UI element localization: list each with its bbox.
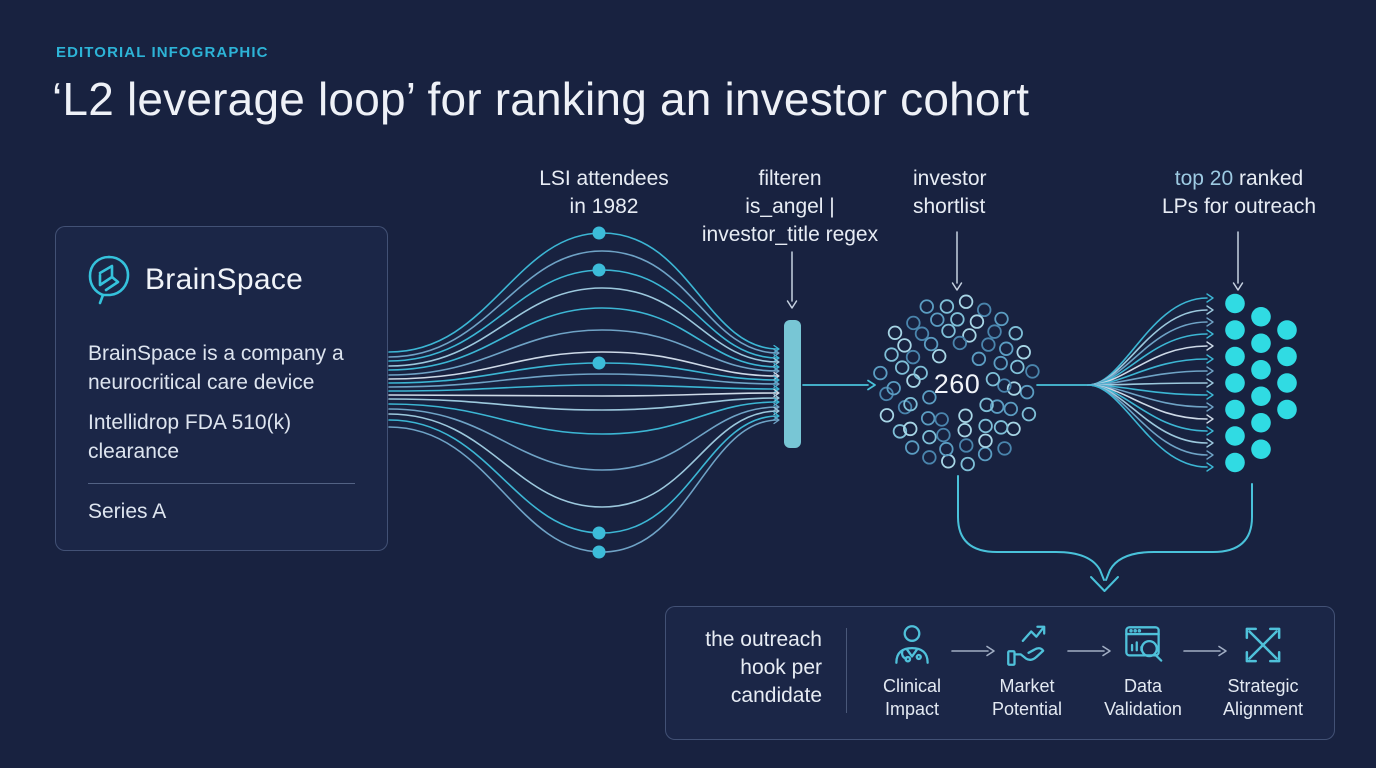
step-market-potential: Market Potential <box>965 620 1089 720</box>
step-strategic-alignment: Strategic Alignment <box>1201 620 1325 720</box>
data-search-icon <box>1125 626 1163 662</box>
company-description: BrainSpace is a company a neurocritical … <box>88 342 344 394</box>
source-label: LSI attendees in 1982 <box>539 167 669 218</box>
output-label: top 20 ranked LPs for outreach <box>1134 165 1344 221</box>
outreach-card <box>665 606 1335 740</box>
filter-label: filteren is_angel | investor_title regex <box>701 167 879 246</box>
card-divider <box>88 483 355 484</box>
company-name: BrainSpace <box>145 263 304 296</box>
crossed-arrows-icon <box>1245 627 1281 663</box>
step-data-validation: Data Validation <box>1081 620 1205 720</box>
loop-connector <box>957 475 1253 592</box>
step-label: Data Validation <box>1104 676 1182 719</box>
company-card <box>55 226 388 551</box>
doctor-icon <box>895 625 929 664</box>
company-milestone: Intellidrop FDA 510(k) clearance <box>88 411 292 463</box>
company-logo-row: BrainSpace <box>86 254 303 306</box>
outreach-title: the outreach hook per candidate <box>705 628 822 707</box>
step-clinical-impact: Clinical Impact <box>850 620 974 720</box>
output-label-rest: ranked LPs for outreach <box>1161 167 1317 218</box>
filter-bar <box>784 251 876 448</box>
page-title: ‘L2 leverage loop’ for ranking an invest… <box>52 73 1030 125</box>
step-label: Strategic Alignment <box>1222 676 1304 719</box>
output-dot-grid <box>1225 231 1297 473</box>
fan-out-curves <box>1036 293 1214 472</box>
shortlist-count: 260 <box>933 369 981 399</box>
shortlist-cluster <box>873 231 1040 472</box>
page-kicker: EDITORIAL INFOGRAPHIC <box>56 44 269 61</box>
flow-curves <box>388 226 780 559</box>
hand-growth-icon <box>1007 625 1046 666</box>
step-label: Clinical Impact <box>882 676 942 719</box>
brainspace-logo-icon <box>88 255 130 305</box>
step-label: Market Potential <box>991 676 1063 719</box>
output-label-highlight: top 20 <box>1174 167 1234 190</box>
shortlist-label: investor shortlist <box>913 167 987 218</box>
outreach-divider <box>846 628 847 713</box>
company-stage: Series A <box>88 500 167 523</box>
